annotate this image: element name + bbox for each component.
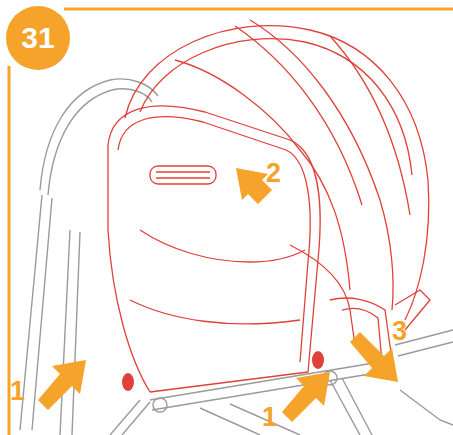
callout-number: 3 (392, 318, 407, 345)
callout-number: 1 (10, 378, 25, 405)
step-number: 31 (21, 23, 54, 53)
callout-number: 1 (262, 404, 277, 431)
release-lever (312, 351, 324, 369)
step-badge: 31 (6, 6, 70, 70)
release-lever (122, 373, 134, 391)
callout-number: 2 (266, 160, 281, 187)
stroller-seat (108, 20, 430, 392)
action-arrow (38, 168, 398, 422)
frame-line (64, 8, 453, 11)
